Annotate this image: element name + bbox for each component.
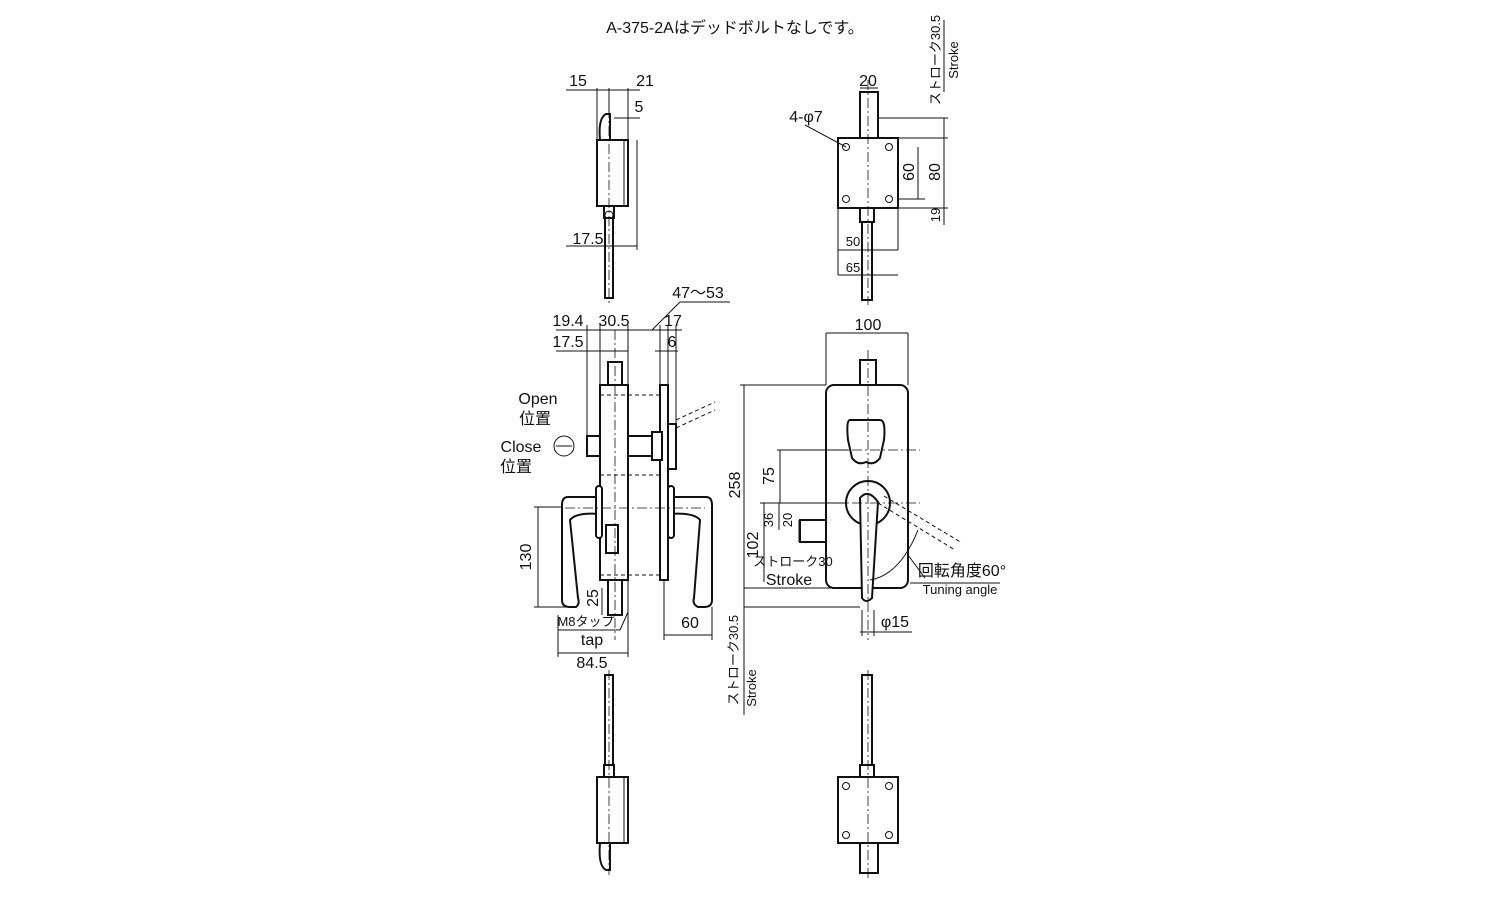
stroke-30-en: Stroke (766, 572, 812, 589)
dim-19-4: 19.4 (552, 313, 583, 330)
dim-17-5: 17.5 (572, 231, 603, 248)
m8-tap-en: tap (581, 632, 603, 649)
top-rod-guide-side-view (566, 88, 640, 305)
dim-17: 17 (664, 313, 682, 330)
dim-21: 21 (636, 73, 654, 90)
dim-25: 25 (585, 589, 602, 607)
dim-75: 75 (761, 467, 778, 485)
close-position-label: 位置 (500, 458, 532, 476)
stroke-top-jp: ストローク30.5 (928, 15, 943, 105)
stroke-bottom-en: Stroke (744, 669, 759, 707)
dim-80: 80 (927, 163, 944, 181)
m8-tap-jp: M8タップ (557, 614, 614, 629)
dim-50: 50 (846, 234, 860, 249)
dim-60-side: 60 (681, 615, 699, 632)
open-label: Open (518, 391, 557, 408)
dim-5: 5 (635, 99, 644, 116)
dim-20-top: 20 (859, 73, 877, 90)
dim-19: 19 (928, 208, 943, 222)
dim-84-5: 84.5 (576, 655, 607, 672)
drawing-note: A-375-2Aはデッドボルトなしです。 (606, 18, 864, 37)
close-label: Close (501, 439, 542, 456)
dim-17-5-side: 17.5 (552, 334, 583, 351)
stroke-bottom-jp: ストローク30.5 (726, 615, 741, 705)
stroke-30-jp: ストローク30 (753, 554, 832, 569)
dim-258: 258 (727, 472, 744, 499)
stroke-top-en: Stroke (946, 41, 961, 79)
dim-100: 100 (855, 317, 882, 334)
dim-20-front: 20 (780, 513, 795, 527)
dim-6: 6 (668, 334, 677, 351)
dim-102: 102 (745, 532, 762, 559)
bottom-rod-guide-front-view (837, 670, 899, 878)
open-position-label: 位置 (519, 410, 551, 428)
dim-130: 130 (518, 544, 535, 571)
dim-65: 65 (846, 260, 860, 275)
dia-15: φ15 (881, 614, 909, 631)
dim-30-5: 30.5 (598, 313, 629, 330)
rotation-angle-en: Tuning angle (923, 582, 998, 597)
dim-60-top: 60 (901, 163, 918, 181)
bottom-rod-guide-side-view (596, 670, 629, 875)
lock-front-view (740, 332, 1000, 715)
dim-36: 36 (761, 513, 776, 527)
top-rod-guide-front-view (804, 20, 948, 305)
holes-4-phi7: 4-φ7 (789, 109, 823, 126)
rotation-angle-jp: 回転角度60° (918, 562, 1006, 580)
dim-15: 15 (569, 73, 587, 90)
lock-side-view (534, 301, 730, 657)
dim-47-53: 47～53 (672, 285, 724, 302)
